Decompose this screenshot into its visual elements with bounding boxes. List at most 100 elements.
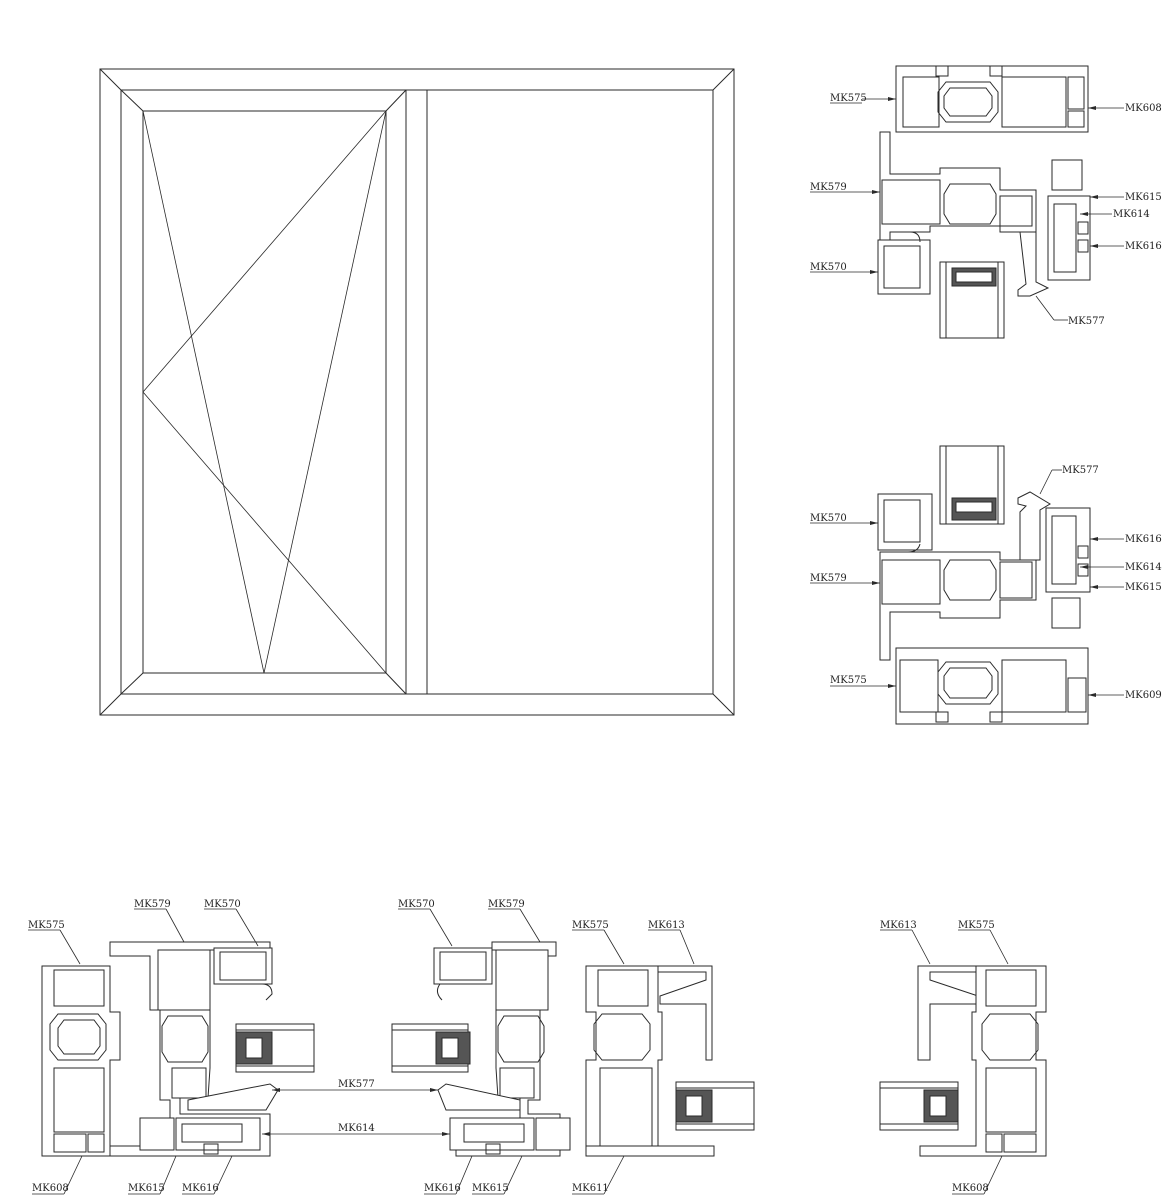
profile-mk614-left	[139, 1117, 261, 1155]
label-mk570-h1: MK570	[204, 899, 259, 947]
svg-text:MK616: MK616	[1125, 241, 1162, 252]
svg-text:MK575: MK575	[958, 920, 995, 931]
svg-text:MK608: MK608	[32, 1183, 69, 1194]
label-mk577-h: MK577	[272, 1079, 438, 1092]
svg-text:MK577: MK577	[1068, 316, 1105, 327]
svg-text:MK614: MK614	[1125, 562, 1162, 573]
label-mk614-head: MK614	[1080, 209, 1150, 220]
label-mk575-h2: MK575	[572, 920, 625, 965]
profile-mk570-center	[433, 947, 493, 1001]
svg-text:MK613: MK613	[648, 920, 685, 931]
window-elevation	[99, 68, 735, 716]
profile-mk575-center	[585, 965, 663, 1157]
svg-text:MK577: MK577	[338, 1079, 375, 1090]
turn-indicator	[142, 110, 387, 674]
profile-mk579-head	[879, 131, 1037, 241]
svg-text:MK615: MK615	[1125, 582, 1162, 593]
profile-mk575-head	[895, 65, 1089, 133]
profile-mk614-head	[1047, 159, 1091, 281]
label-mk609-sill: MK609	[1088, 690, 1162, 701]
svg-text:MK611: MK611	[572, 1183, 609, 1194]
svg-text:MK616: MK616	[1125, 534, 1162, 545]
sash-frame	[120, 89, 407, 695]
svg-text:MK570: MK570	[810, 262, 847, 273]
label-mk575-h3: MK575	[958, 920, 1009, 965]
svg-text:MK575: MK575	[830, 675, 867, 686]
frame-inner-edge	[120, 89, 714, 695]
svg-text:MK579: MK579	[810, 182, 847, 193]
label-mk608-h2: MK608	[952, 1155, 1003, 1195]
label-mk616-h1: MK616	[182, 1155, 233, 1195]
label-mk608-h1: MK608	[32, 1155, 83, 1195]
label-mk570-head: MK570	[810, 262, 878, 274]
svg-text:MK570: MK570	[810, 513, 847, 524]
svg-text:MK575: MK575	[830, 93, 867, 104]
glass-unit-left	[235, 1023, 315, 1073]
tilt-indicator	[142, 110, 387, 674]
label-mk577-head: MK577	[1035, 295, 1105, 327]
profile-mk577-center	[437, 1083, 521, 1111]
mullion	[405, 89, 428, 695]
profile-mk577-left	[187, 1083, 279, 1111]
label-mk613-h1: MK613	[648, 920, 695, 965]
label-mk615-h2: MK615	[472, 1155, 523, 1195]
svg-text:MK608: MK608	[1125, 103, 1162, 114]
label-mk579-head: MK579	[810, 182, 880, 194]
svg-text:MK570: MK570	[398, 899, 435, 910]
glass-unit-fixed-right	[879, 1081, 959, 1131]
section-sill: MK577 MK570 MK616 MK614 MK579 MK615	[810, 445, 1162, 725]
svg-text:MK616: MK616	[182, 1183, 219, 1194]
profile-mk575-right	[919, 965, 1047, 1157]
label-mk616-head: MK616	[1090, 241, 1162, 252]
glass-unit-head	[939, 261, 1005, 339]
label-mk575-sill: MK575	[830, 675, 896, 688]
label-mk611-h: MK611	[572, 1155, 625, 1195]
glass-unit-fixed-left	[675, 1081, 755, 1131]
label-mk615-sill: MK615	[1090, 582, 1162, 593]
svg-text:MK613: MK613	[880, 920, 917, 931]
profile-mk570-sill	[877, 493, 933, 553]
profile-mk611	[585, 1145, 715, 1157]
label-mk615-h1: MK615	[128, 1155, 177, 1195]
glass-unit-sill	[939, 445, 1005, 525]
svg-text:MK615: MK615	[128, 1183, 165, 1194]
label-mk614-h: MK614	[262, 1123, 450, 1136]
label-mk608-head: MK608	[1088, 103, 1162, 114]
profile-mk614-sill	[1045, 507, 1091, 629]
glass-unit-center	[391, 1023, 471, 1073]
profile-mk575-left	[41, 965, 121, 1157]
label-mk613-h2: MK613	[880, 920, 931, 965]
svg-text:MK570: MK570	[204, 899, 241, 910]
label-mk614-sill: MK614	[1080, 562, 1162, 573]
label-mk570-sill: MK570	[810, 513, 878, 525]
svg-text:MK615: MK615	[1125, 192, 1162, 203]
svg-text:MK575: MK575	[572, 920, 609, 931]
profile-mk570-head	[877, 231, 931, 295]
svg-text:MK579: MK579	[488, 899, 525, 910]
label-mk616-sill: MK616	[1090, 534, 1162, 545]
label-mk575-head: MK575	[830, 93, 896, 104]
svg-text:MK608: MK608	[952, 1183, 989, 1194]
section-horizontal: MK575 MK579 MK570 MK570 MK579 MK575	[28, 899, 1047, 1195]
profile-mk614-center	[449, 1117, 571, 1155]
profile-mk577-head	[1017, 231, 1050, 297]
svg-text:MK575: MK575	[28, 920, 65, 931]
sash-glass	[142, 110, 387, 674]
profile-mk579-left	[109, 941, 271, 1157]
profile-mk579-sill	[879, 551, 1037, 661]
svg-text:MK615: MK615	[472, 1183, 509, 1194]
outer-frame	[99, 68, 735, 716]
svg-text:MK616: MK616	[424, 1183, 461, 1194]
label-mk579-h2: MK579	[488, 899, 541, 943]
profile-mk613-right	[917, 965, 979, 1061]
label-mk575-h1: MK575	[28, 920, 81, 965]
svg-text:MK577: MK577	[1062, 465, 1099, 476]
svg-text:MK579: MK579	[134, 899, 171, 910]
label-mk579-sill: MK579	[810, 573, 880, 585]
label-mk579-h1: MK579	[134, 899, 185, 943]
label-mk577-sill: MK577	[1039, 465, 1099, 495]
label-mk616-h2: MK616	[424, 1155, 473, 1195]
profile-mk570-left	[213, 947, 273, 1001]
svg-text:MK614: MK614	[338, 1123, 375, 1134]
